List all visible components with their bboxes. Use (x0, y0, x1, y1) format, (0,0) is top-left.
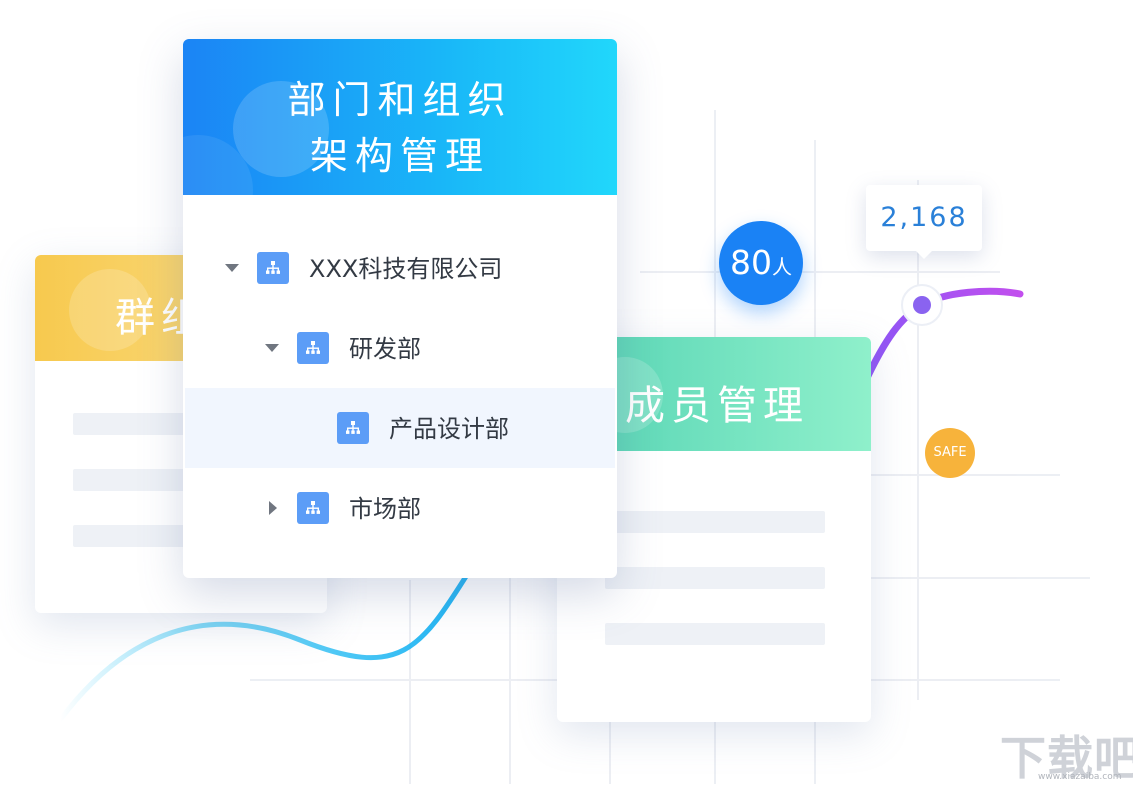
stat-tooltip-value: 2,168 (880, 202, 968, 233)
safe-badge: SAFE (925, 428, 975, 478)
tree-node-company[interactable]: XXX科技有限公司 (185, 228, 615, 308)
org-chart-icon (337, 412, 369, 444)
tree-node-marketing[interactable]: 市场部 (185, 468, 615, 548)
org-card-title-line1: 部门和组织 (287, 78, 513, 122)
caret-down-icon[interactable] (265, 344, 279, 352)
placeholder-bar (605, 623, 825, 645)
decor-bubble (69, 269, 151, 351)
caret-right-icon[interactable] (269, 501, 277, 515)
member-count-badge: 80人 (719, 221, 803, 305)
member-card-title: 成员管理 (625, 383, 809, 429)
member-count-unit: 人 (772, 255, 792, 279)
member-management-card[interactable]: 成员管理 (557, 337, 871, 722)
decor-bubble (233, 81, 329, 177)
tree-node-product-design[interactable]: 产品设计部 (185, 388, 615, 468)
tree-node-label: 市场部 (349, 495, 421, 523)
org-chart-icon (297, 332, 329, 364)
org-chart-icon (297, 492, 329, 524)
tooltip-pointer (916, 251, 932, 259)
stat-tooltip: 2,168 (866, 185, 982, 259)
caret-down-icon[interactable] (225, 264, 239, 272)
placeholder-bar (605, 511, 825, 533)
tree-node-label: 产品设计部 (389, 415, 509, 443)
tree-node-rnd[interactable]: 研发部 (185, 308, 615, 388)
watermark-url: www.xiazaiba.com (1038, 772, 1122, 782)
tree-node-label: XXX科技有限公司 (309, 255, 503, 283)
member-count-value: 80 (730, 243, 772, 282)
org-structure-card[interactable]: 部门和组织 架构管理 XXX科技有限公司 研发部 产品设计部 (183, 39, 617, 578)
org-card-header: 部门和组织 架构管理 (183, 39, 617, 195)
watermark-text: 下载吧 (1000, 731, 1133, 785)
org-chart-icon (257, 252, 289, 284)
placeholder-bar (605, 567, 825, 589)
org-card-title-line2: 架构管理 (309, 134, 490, 178)
tree-node-label: 研发部 (349, 335, 421, 363)
site-watermark: 下载吧 www.xiazaiba.com (1000, 722, 1133, 785)
